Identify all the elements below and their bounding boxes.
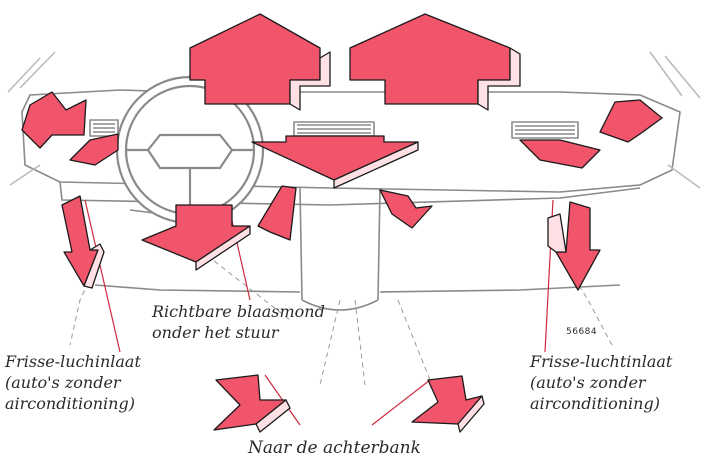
arrow-defrost-right-side (477, 47, 521, 111)
label-left-intake-line-2: (auto's zonder (5, 373, 121, 392)
arrow-console-right (379, 189, 433, 229)
arrow-vent-right (519, 139, 601, 169)
label-rear-seat: Naar de achterbank (248, 438, 421, 458)
vent-left-grill (93, 123, 115, 133)
arrow-vent-left (69, 133, 119, 166)
callout-rear-right (371, 379, 431, 426)
figure-code: 56684 (566, 327, 598, 337)
dashboard-outline (21, 89, 681, 193)
center-console (299, 187, 381, 311)
callout-steer (229, 211, 251, 301)
leader-left (69, 257, 101, 346)
hatch-lines (7, 51, 701, 189)
label-left-intake-line-1: Frisse-luchinlaat (5, 352, 141, 371)
dashboard-lower-edge (59, 181, 641, 206)
arrow-vent-center-side (333, 141, 419, 189)
arrow-intake-right-side (547, 213, 567, 253)
arrow-side-right-up (599, 99, 663, 143)
rear-guide-1 (319, 299, 341, 386)
label-steering-vent-line-1: Richtbare blaasmond (152, 302, 325, 321)
arrow-rear-left (213, 374, 287, 431)
label-right-intake-line-2: (auto's zonder (530, 373, 646, 392)
arrow-side-left-up (21, 91, 87, 149)
rear-guide-3 (397, 299, 431, 381)
callout-left (84, 199, 121, 353)
vent-right (511, 121, 579, 139)
label-right-intake: Frisse-luchtinlaat (auto's zonder aircon… (530, 351, 672, 414)
label-left-intake: Frisse-luchinlaat (auto's zonder aircond… (5, 351, 141, 414)
floor-line-left (94, 284, 301, 293)
arrow-rear-right-side (457, 395, 485, 433)
label-steering-vent: Richtbare blaasmond onder het stuur (152, 301, 325, 343)
arrow-console-left (257, 185, 297, 241)
label-steering-vent-line-2: onder het stuur (152, 323, 279, 342)
arrow-defrost-left-side (289, 51, 331, 111)
rear-guide-2 (354, 299, 366, 386)
arrow-under-steer-side (195, 225, 251, 271)
arrow-intake-left-side (83, 243, 105, 289)
label-left-intake-line-3: airconditioning) (5, 394, 135, 413)
label-right-intake-line-1: Frisse-luchtinlaat (530, 352, 673, 371)
label-right-intake-line-3: airconditioning) (530, 394, 660, 413)
arrow-rear-left-side (255, 399, 291, 433)
leader-steer (199, 249, 291, 321)
vent-right-grill (515, 125, 575, 135)
vent-center-grill (297, 124, 371, 134)
floor-line-right (379, 284, 621, 293)
